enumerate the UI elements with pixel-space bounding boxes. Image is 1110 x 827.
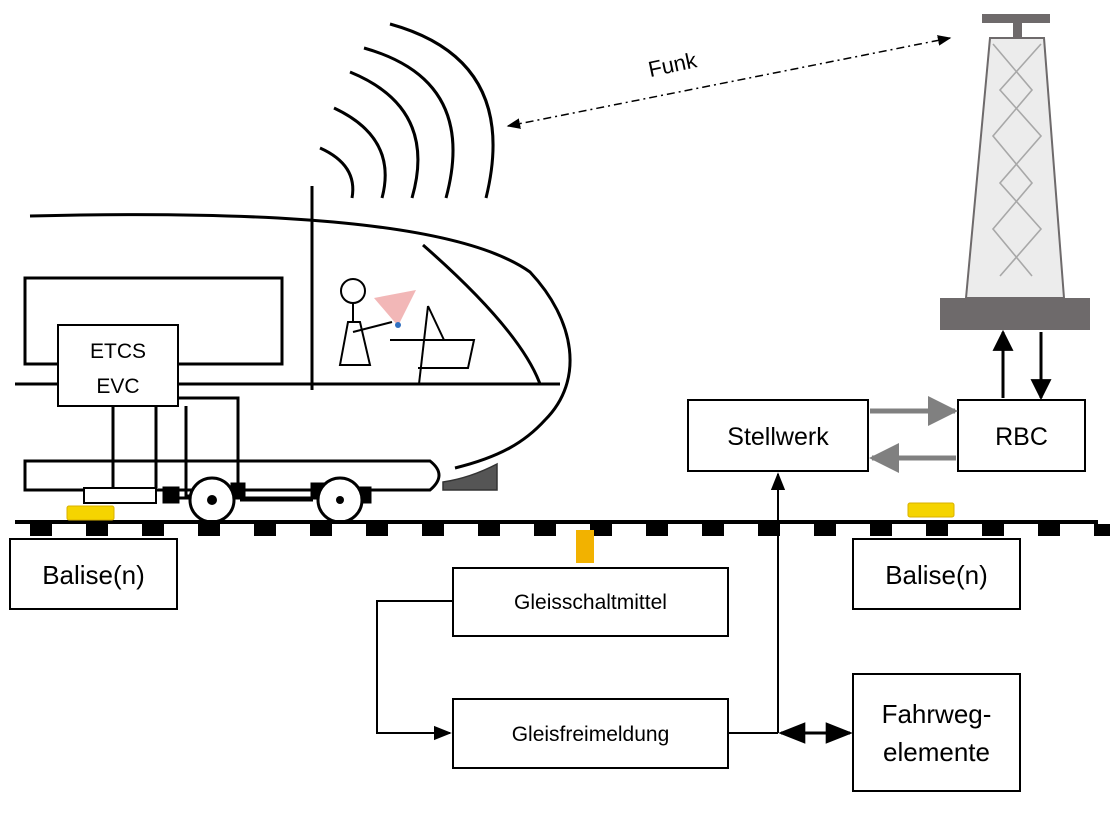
svg-text:RBC: RBC xyxy=(995,423,1048,451)
svg-text:ETCS: ETCS xyxy=(90,340,146,363)
track-sleeper xyxy=(198,524,220,536)
track-sleeper xyxy=(982,524,1004,536)
track-sleeper xyxy=(478,524,500,536)
etcs-evc-box: ETCS EVC xyxy=(57,324,179,407)
track-sleeper xyxy=(422,524,444,536)
driver-icon xyxy=(338,278,476,385)
track-sleeper xyxy=(30,524,52,536)
svg-text:elemente: elemente xyxy=(883,737,990,767)
fahrwegelemente-box: Fahrweg- elemente xyxy=(852,673,1021,792)
track-sleeper xyxy=(1038,524,1060,536)
track-sleeper xyxy=(590,524,612,536)
svg-text:Stellwerk: Stellwerk xyxy=(727,423,829,451)
track-sleeper xyxy=(926,524,948,536)
gleisschaltmittel-box: Gleisschaltmittel xyxy=(452,567,729,637)
balise-left-marker xyxy=(66,505,115,521)
radio-waves-icon xyxy=(319,22,495,199)
svg-text:Balise(n): Balise(n) xyxy=(42,560,145,590)
rbc-box: RBC xyxy=(957,399,1086,472)
radio-label: Funk xyxy=(646,47,700,82)
svg-text:Balise(n): Balise(n) xyxy=(885,560,988,590)
gleisschaltmittel-to-gleisfreimeldung-arrow xyxy=(376,600,453,741)
track xyxy=(15,520,1110,536)
radio-link-arrow xyxy=(506,35,952,129)
radio-tower-icon xyxy=(940,14,1090,330)
track-sleeper xyxy=(534,524,556,536)
track-sleeper xyxy=(86,524,108,536)
wheel-icon xyxy=(188,476,236,524)
balise-left-box: Balise(n) xyxy=(9,538,178,610)
track-sleeper xyxy=(1094,524,1110,536)
wheel-icon xyxy=(316,476,364,524)
svg-text:Fahrweg-: Fahrweg- xyxy=(882,699,992,729)
track-sleeper xyxy=(142,524,164,536)
track-sleeper xyxy=(254,524,276,536)
stellwerk-box: Stellwerk xyxy=(687,399,869,472)
svg-text:Gleisschaltmittel: Gleisschaltmittel xyxy=(514,591,667,614)
gleisfreimeldung-box: Gleisfreimeldung xyxy=(452,698,729,769)
svg-text:EVC: EVC xyxy=(96,375,139,398)
track-sensor-marker xyxy=(576,530,594,563)
track-sleeper xyxy=(870,524,892,536)
balise-right-box: Balise(n) xyxy=(852,538,1021,610)
track-sleeper xyxy=(814,524,836,536)
balise-right-marker xyxy=(907,502,955,518)
track-sleeper xyxy=(366,524,388,536)
track-sleeper xyxy=(310,524,332,536)
track-sleeper xyxy=(758,524,780,536)
track-sleeper xyxy=(702,524,724,536)
track-sleeper xyxy=(646,524,668,536)
svg-text:Gleisfreimeldung: Gleisfreimeldung xyxy=(512,723,670,746)
